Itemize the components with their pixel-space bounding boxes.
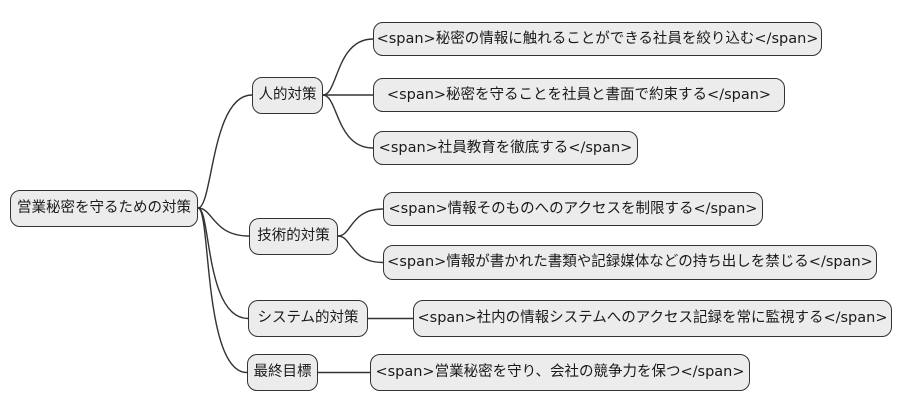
- leaf-employee-education: <span>社員教育を徹底する</span>: [373, 131, 638, 165]
- edge-root-to-system: [197, 207, 249, 320]
- leaf-written-pledge: <span>秘密を守ることを社員と書面で約束する</span>: [373, 78, 785, 112]
- node-root: 営業秘密を守るための対策: [10, 190, 198, 227]
- leaf-prohibit-removal: <span>情報が書かれた書類や記録媒体などの持ち出しを禁じる</span>: [383, 245, 877, 280]
- leaf-limit-employees: <span>秘密の情報に触れることができる社員を絞り込む</span>: [373, 22, 822, 56]
- edge-root-to-technical: [197, 207, 250, 237]
- edge-human-to-child3: [322, 94, 374, 149]
- leaf-monitor-access-logs: <span>社内の情報システムへのアクセス記録を常に監視する</span>: [413, 300, 892, 337]
- edge-technical-to-child2: [337, 235, 384, 264]
- edge-root-to-goal: [197, 207, 248, 374]
- edge-technical-to-child1: [337, 208, 384, 237]
- branch-human-measures: 人的対策: [252, 77, 323, 114]
- branch-system-measures: システム的対策: [248, 300, 368, 337]
- edge-human-to-child1: [322, 38, 374, 96]
- branch-technical-measures: 技術的対策: [249, 218, 338, 255]
- edge-root-to-human: [197, 94, 253, 209]
- leaf-protect-competitiveness: <span>営業秘密を守り、会社の競争力を保つ</span>: [370, 354, 750, 391]
- leaf-restrict-access: <span>情報そのものへのアクセスを制限する</span>: [383, 192, 763, 226]
- branch-final-goal: 最終目標: [247, 354, 318, 391]
